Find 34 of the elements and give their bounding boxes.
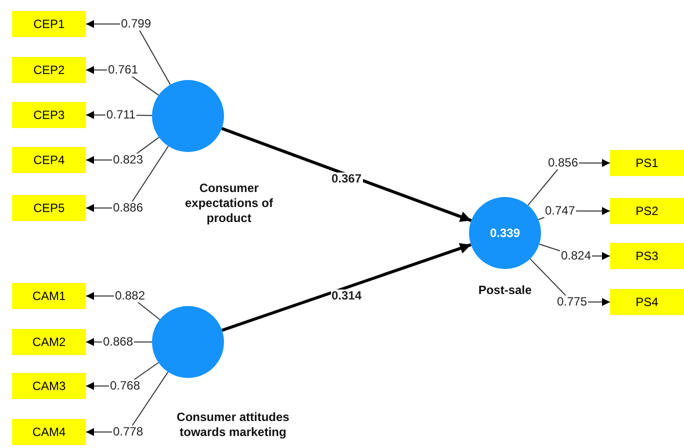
edge-label: 0.761 [106, 64, 140, 76]
indicator-box: CAM4 [12, 419, 86, 445]
edge-label: 0.868 [102, 336, 134, 348]
construct-name: Consumer expectations of product [184, 181, 274, 226]
indicator-box: CEP4 [12, 147, 86, 173]
edge-label: 0.799 [120, 18, 152, 30]
edge-label: 0.747 [544, 204, 576, 218]
edge-label: 0.367 [330, 172, 363, 185]
indicator-box: PS2 [610, 198, 684, 224]
edge-label: 0.768 [108, 380, 142, 392]
indicator-box: CAM3 [12, 373, 86, 399]
edge-label: 0.882 [114, 290, 146, 302]
edge-label: 0.886 [112, 202, 144, 214]
indicator-box: CAM2 [12, 329, 86, 355]
path-arrow [221, 127, 472, 222]
r-squared-value: 0.339 [490, 226, 520, 240]
edge-label: 0.775 [556, 296, 588, 308]
indicator-box: CEP2 [12, 57, 86, 83]
construct-name: Post-sale [477, 283, 533, 298]
edge-label: 0.824 [560, 250, 592, 262]
indicator-box: PS1 [610, 150, 684, 176]
indicator-box: PS4 [610, 289, 684, 315]
edge-label: 0.823 [112, 154, 144, 166]
indicator-box: CEP3 [12, 102, 86, 128]
edge-label: 0.856 [546, 156, 580, 170]
edge-label: 0.314 [330, 289, 363, 302]
construct-name: Consumer attitudes towards marketing [176, 410, 290, 440]
edge-label: 0.778 [112, 426, 144, 438]
edge-label: 0.711 [105, 108, 137, 122]
indicator-box: CEP1 [12, 11, 86, 37]
indicator-box: PS3 [610, 243, 684, 269]
indicator-box: CAM1 [12, 283, 86, 309]
path-arrow [222, 243, 472, 332]
indicator-box: CEP5 [12, 195, 86, 221]
